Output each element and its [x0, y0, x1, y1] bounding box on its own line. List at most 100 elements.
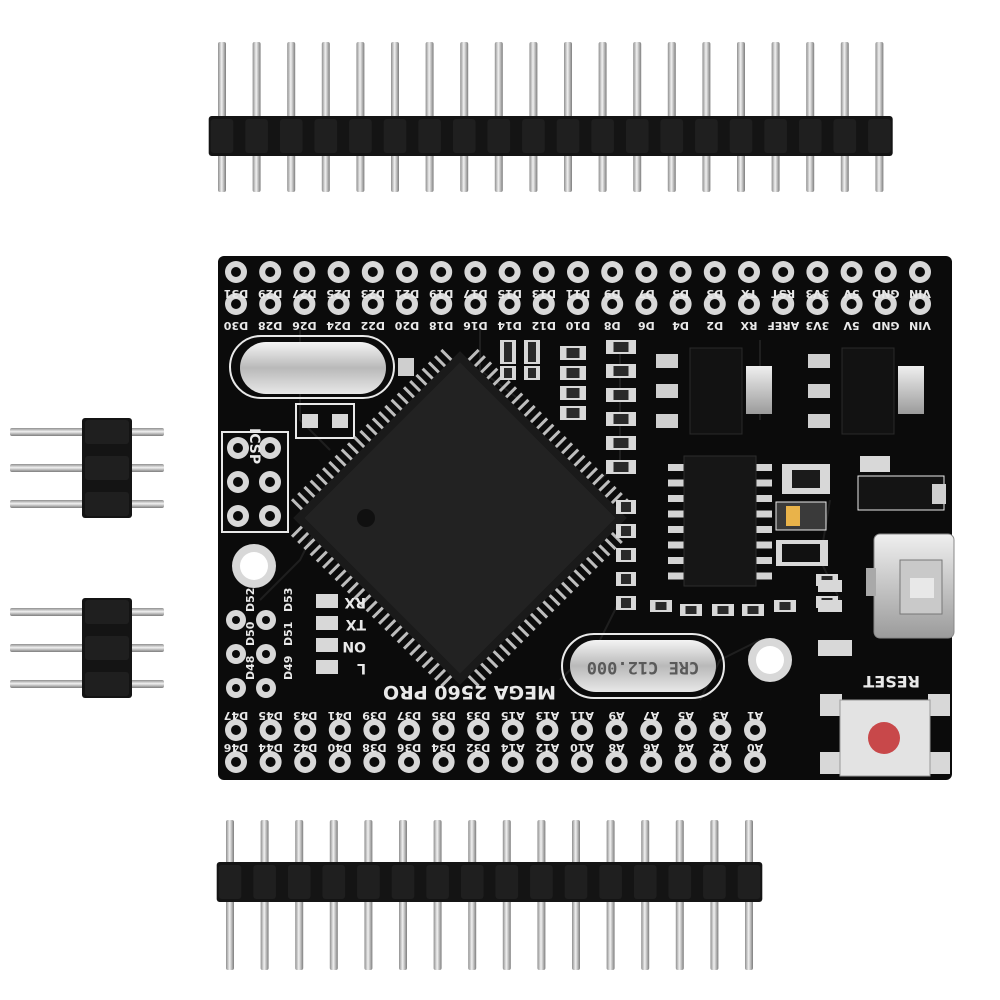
pin-label: 5V: [843, 319, 860, 332]
pin-label: RST: [771, 287, 795, 300]
pin-label: A9: [609, 709, 625, 722]
board-model-label: MEGA 2560 PRO: [383, 681, 556, 703]
pin-label: D12: [532, 319, 556, 332]
pin-label: D6: [638, 319, 655, 332]
pin-label: D42: [293, 741, 317, 754]
pin-label: D23: [361, 287, 385, 300]
pin-label: D35: [431, 709, 455, 722]
side-label-d49: D49: [282, 656, 295, 680]
pin-label: D22: [361, 319, 385, 332]
smd-parts-usb-area: [775, 456, 946, 566]
pin-label: D13: [532, 287, 556, 300]
pin-label: A8: [609, 741, 625, 754]
crystal-12mhz: CRE C12.000: [561, 633, 725, 699]
pin-label: D14: [497, 319, 522, 332]
pin-label: A7: [643, 709, 659, 722]
pin-label: D11: [566, 287, 590, 300]
pin-label: D9: [604, 287, 621, 300]
pin-label: 3V3: [805, 287, 829, 300]
pin-label: D3: [706, 287, 723, 300]
pin-label: D2: [706, 319, 723, 332]
side-label-d52: D52: [244, 588, 257, 612]
pin-label: D45: [258, 709, 282, 722]
side-pads: D52 D53 D50 D51 D48 D49: [226, 588, 295, 698]
pin-label: D17: [463, 287, 487, 300]
pin-label: A11: [570, 709, 594, 722]
icsp-label: ICSP: [246, 428, 262, 464]
voltage-regulator-2: [808, 347, 924, 435]
pin-label: D27: [292, 287, 316, 300]
led-label-tx: TX: [345, 616, 366, 632]
side-label-d51: D51: [282, 622, 295, 646]
smd-parts-reset-area: [818, 580, 852, 656]
pin-label: D32: [466, 741, 490, 754]
pin-label: A10: [570, 741, 594, 754]
pin-label: A6: [643, 741, 660, 754]
pin-label: D44: [258, 741, 283, 754]
crystal-16mhz: [229, 335, 414, 399]
reset-button[interactable]: [812, 690, 952, 780]
pin-label: D18: [429, 319, 453, 332]
bottom-pin-header: [216, 820, 763, 970]
pin-label: D38: [362, 741, 386, 754]
pin-label: A3: [712, 709, 728, 722]
crystal-12mhz-label: CRE C12.000: [587, 657, 700, 677]
side-label-d53: D53: [282, 588, 295, 612]
pin-label: D7: [638, 287, 655, 300]
header-plastic: [208, 116, 893, 156]
pin-label: A14: [501, 741, 525, 754]
top-pin-header: [208, 42, 893, 192]
side-pin-header-lower: [10, 598, 164, 698]
pin-label: A0: [747, 741, 764, 754]
pin-label: VIN: [909, 319, 931, 332]
pin-label: GND: [872, 287, 899, 300]
pin-label: A1: [747, 709, 763, 722]
pin-label: D40: [327, 741, 352, 754]
smd-parts-icsp-area: [295, 403, 355, 439]
pin-label: D30: [223, 319, 248, 332]
pin-label: D37: [397, 709, 421, 722]
pin-label: D10: [565, 319, 590, 332]
pin-label: D29: [258, 287, 282, 300]
pin-label: A13: [535, 709, 559, 722]
smd-component-columns: [500, 340, 838, 616]
pin-label: D19: [429, 287, 453, 300]
pin-label: D41: [328, 709, 352, 722]
pin-label: D4: [672, 319, 689, 332]
pin-label: GND: [872, 319, 899, 332]
pin-label: AREF: [767, 319, 799, 332]
pin-label: A5: [678, 709, 694, 722]
pin-label: D16: [463, 319, 488, 332]
pin-label: D47: [224, 709, 248, 722]
pin-label: VIN: [909, 287, 931, 300]
mcu-chip: [290, 348, 630, 688]
header-plastic: [216, 862, 763, 902]
pin-label: D34: [431, 741, 456, 754]
reset-button-cap[interactable]: [868, 722, 900, 754]
pin-label: A15: [501, 709, 525, 722]
pin-label: D21: [395, 287, 419, 300]
icsp-pads: ICSP: [221, 428, 289, 533]
pin-label: RX: [740, 319, 757, 332]
pin-label: 5V: [843, 287, 860, 300]
led-label-on: ON: [342, 638, 366, 654]
pin-label: D46: [223, 741, 248, 754]
pin-label: D36: [396, 741, 421, 754]
pin-label: TX: [740, 287, 757, 300]
pin-label: D28: [258, 319, 282, 332]
pin-label: D26: [292, 319, 317, 332]
bottom-pad-rows: [225, 719, 766, 773]
top-pad-rows: [225, 261, 931, 315]
pin-label: D39: [362, 709, 386, 722]
icsp-outline: [221, 431, 289, 533]
micro-usb-port: [866, 533, 955, 639]
pin-label: D5: [672, 287, 689, 300]
pin-label: A12: [535, 741, 559, 754]
side-label-d48: D48: [244, 656, 257, 680]
pin-label: D31: [224, 287, 248, 300]
pin-label: D24: [326, 319, 351, 332]
